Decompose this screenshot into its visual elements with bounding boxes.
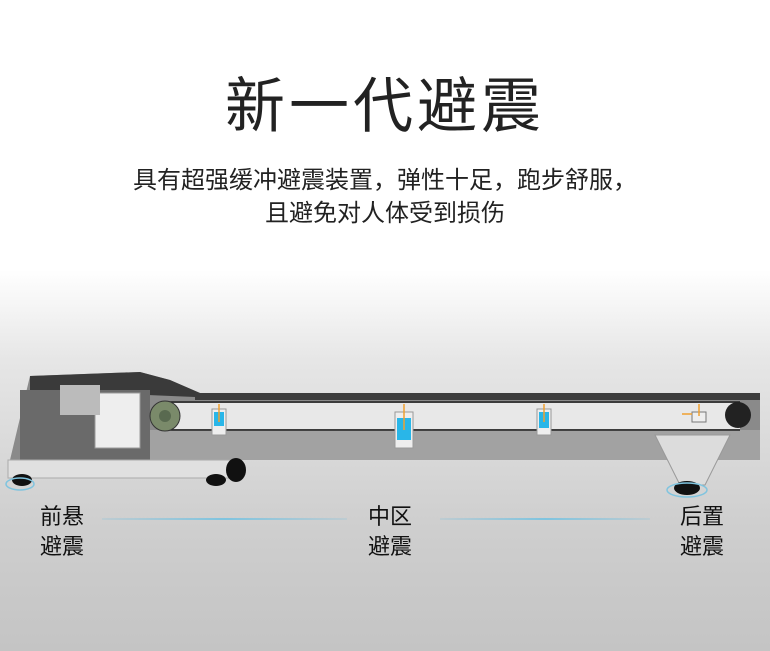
label-front-line2: 避震	[40, 535, 85, 560]
subtitle-line-2: 且避免对人体受到损伤	[265, 199, 505, 227]
label-middle-shock: 中区 避震	[368, 503, 412, 563]
shock-absorber-3	[536, 404, 552, 436]
label-middle-line1: 中区	[368, 505, 413, 530]
shock-absorber-4	[682, 404, 707, 423]
rear-shock-ring	[666, 482, 708, 498]
shock-absorber-1	[211, 404, 227, 436]
subtitle-line-1: 具有超强缓冲避震装置，弹性十足，跑步舒服，	[133, 166, 637, 194]
label-rear-shock: 后置 避震	[680, 503, 724, 563]
label-front-shock: 前悬 避震	[40, 503, 84, 563]
page-title: 新一代避震	[225, 72, 545, 142]
label-front-line1: 前悬	[40, 505, 85, 530]
label-rear-line2: 避震	[680, 535, 725, 560]
label-middle-line2: 避震	[368, 535, 413, 560]
connector-line-right	[440, 518, 650, 520]
treadmill-illustration	[5, 372, 760, 498]
front-shock-ring	[5, 477, 35, 491]
shock-absorber-2	[394, 404, 414, 449]
label-rear-line1: 后置	[680, 505, 725, 530]
connector-line-left	[102, 518, 347, 520]
